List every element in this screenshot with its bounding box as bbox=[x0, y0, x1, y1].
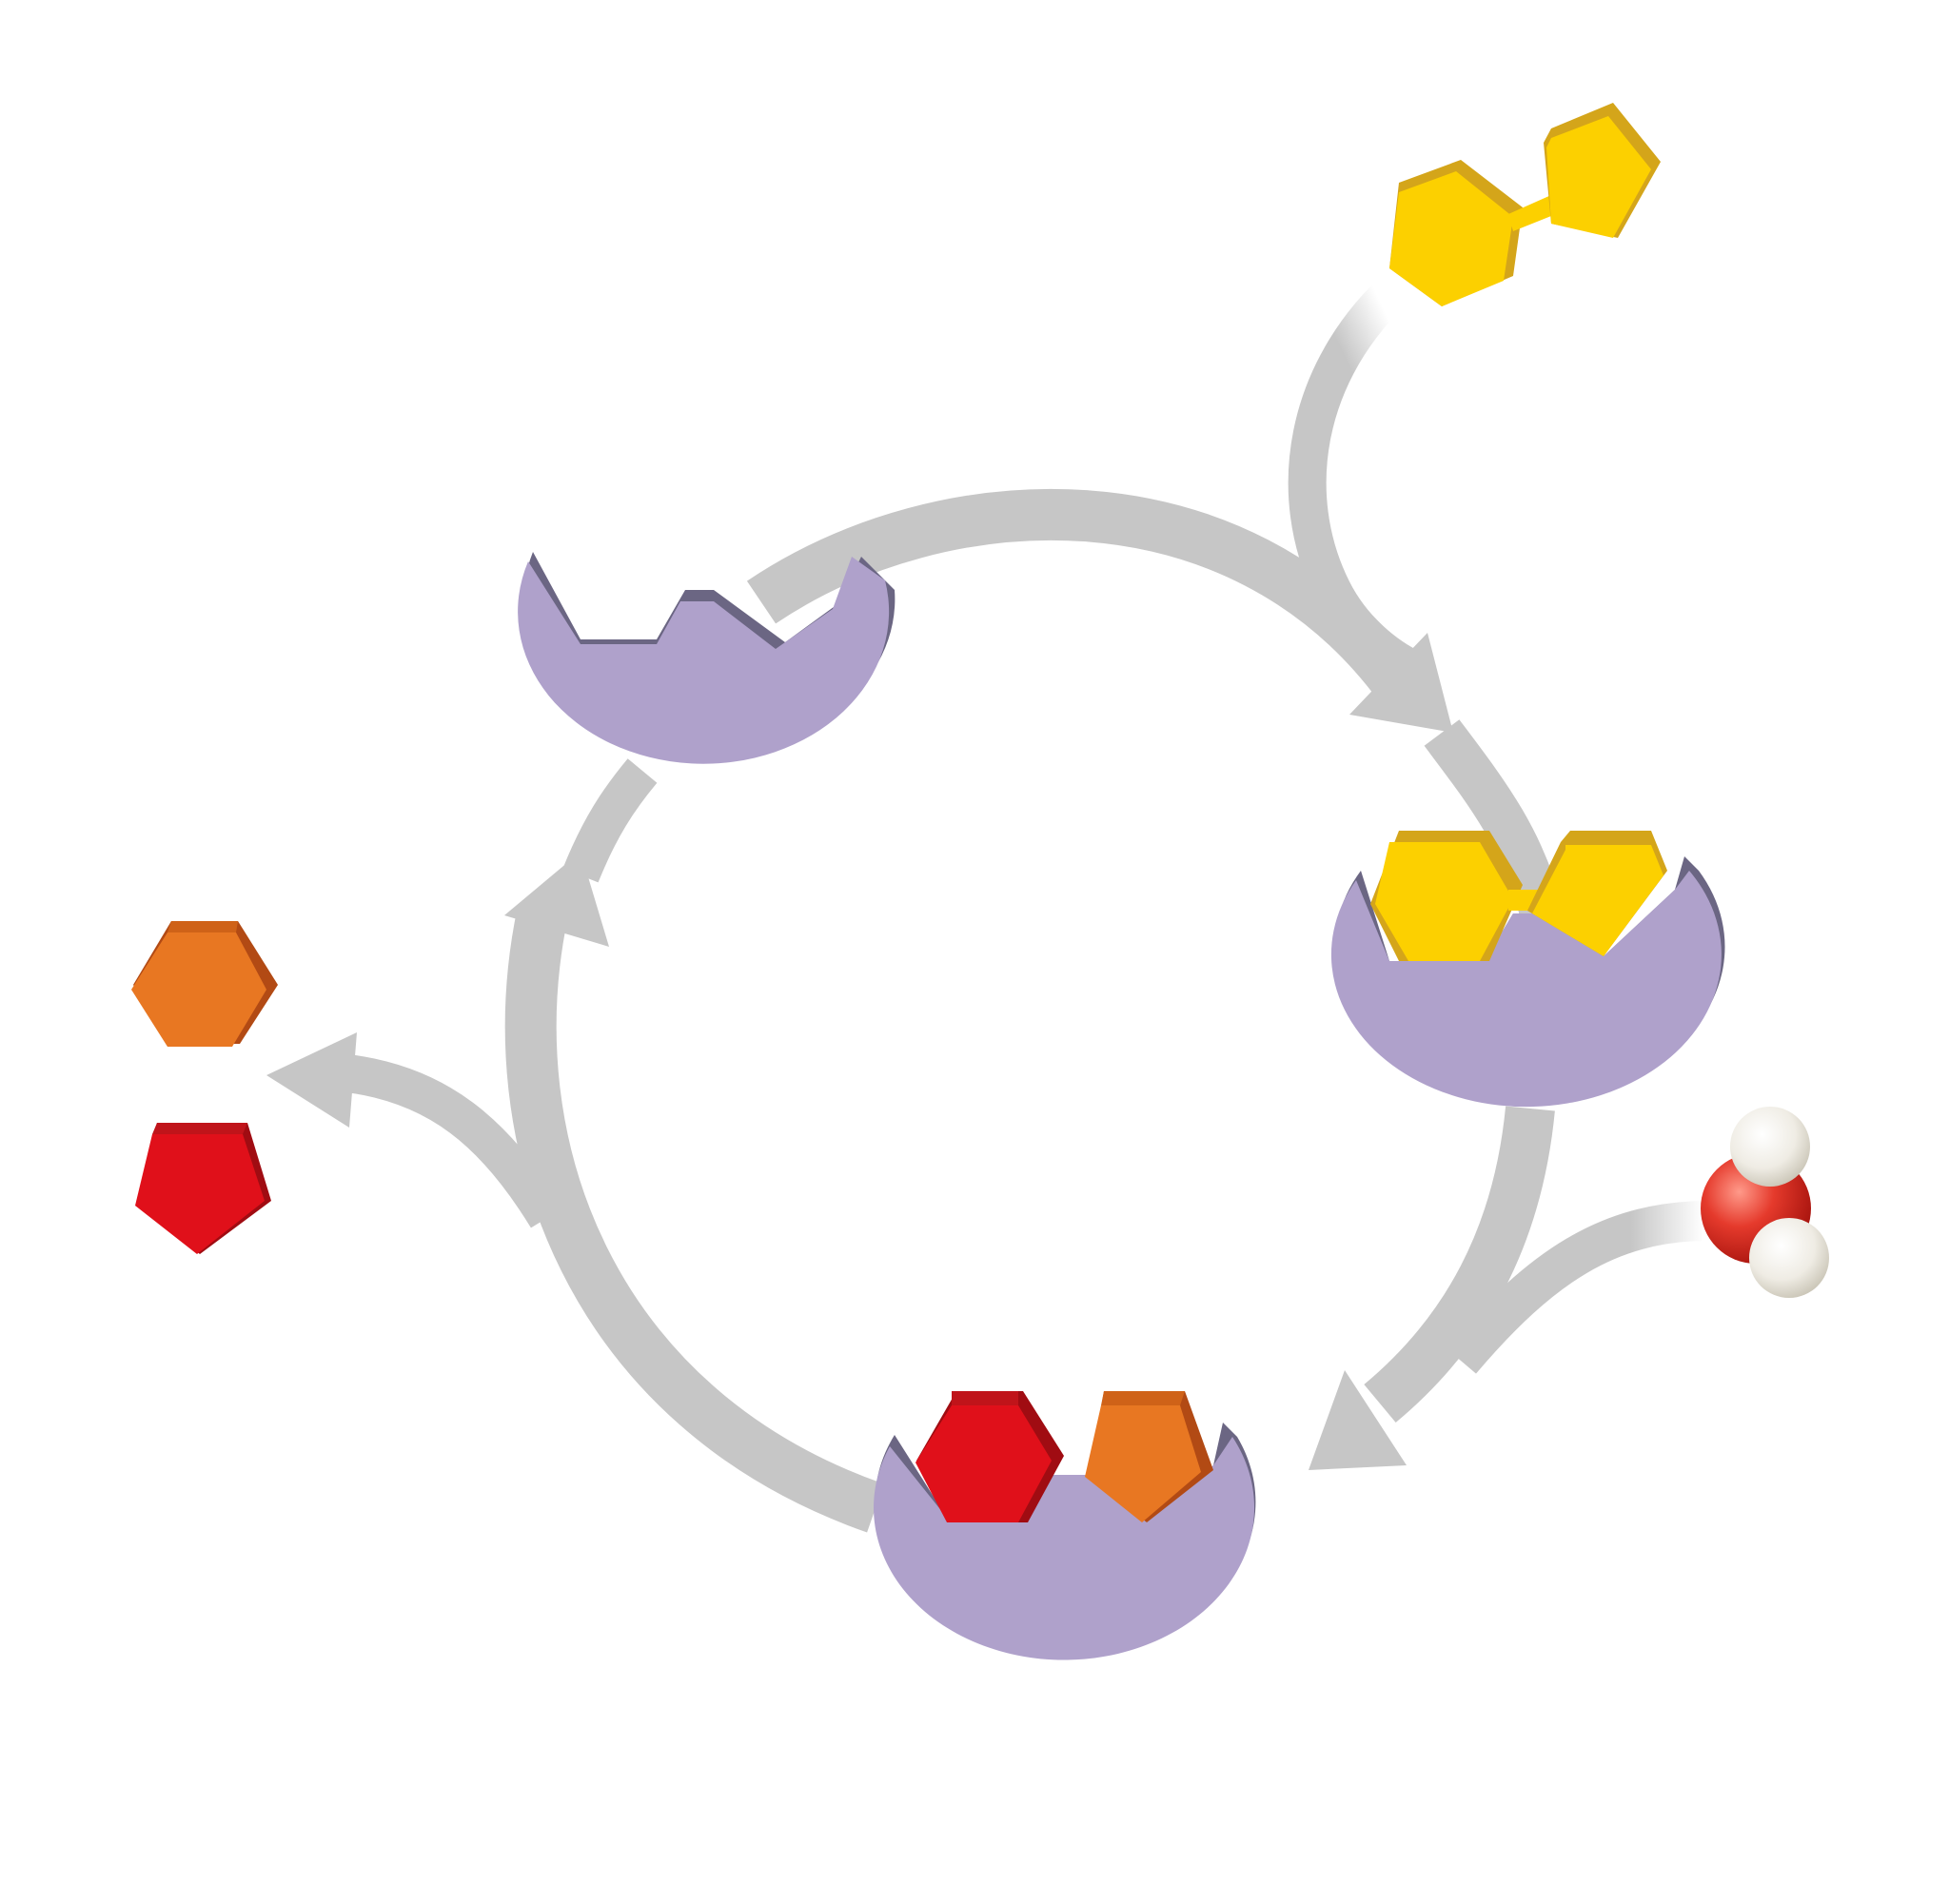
substrate-incoming bbox=[1389, 103, 1661, 306]
hexagon-icon bbox=[131, 921, 278, 1047]
arrow-products-out bbox=[345, 1054, 564, 1228]
arrow-release-tail bbox=[562, 758, 658, 883]
arrow-water-in bbox=[1446, 1201, 1704, 1374]
arrow-release bbox=[504, 908, 884, 1533]
water-hydrogen bbox=[1730, 1107, 1810, 1187]
pentagon-icon bbox=[135, 1123, 271, 1254]
enzyme-free bbox=[518, 552, 896, 764]
enzyme-substrate-complex bbox=[1330, 831, 1725, 1108]
arrow-binding-tail bbox=[1424, 719, 1564, 919]
arrow-products-out-head bbox=[266, 1032, 357, 1128]
arrow-hydrolysis-head bbox=[1309, 1370, 1407, 1470]
disaccharide-icon bbox=[1370, 831, 1667, 961]
released-products bbox=[131, 921, 278, 1254]
enzyme-body bbox=[1330, 871, 1722, 1108]
cycle-arrows bbox=[266, 271, 1704, 1533]
arrow-substrate-in bbox=[1288, 271, 1425, 689]
water-molecule-icon bbox=[1701, 1107, 1829, 1298]
disaccharide-icon bbox=[1389, 103, 1661, 306]
enzyme-body bbox=[518, 557, 890, 764]
enzyme-body bbox=[874, 1437, 1255, 1660]
enzyme-product-complex bbox=[874, 1391, 1256, 1660]
pentagon-icon bbox=[1085, 1391, 1213, 1522]
arrow-hydrolysis bbox=[1364, 1106, 1555, 1423]
water-hydrogen bbox=[1749, 1218, 1829, 1298]
hexagon-icon bbox=[915, 1391, 1064, 1522]
